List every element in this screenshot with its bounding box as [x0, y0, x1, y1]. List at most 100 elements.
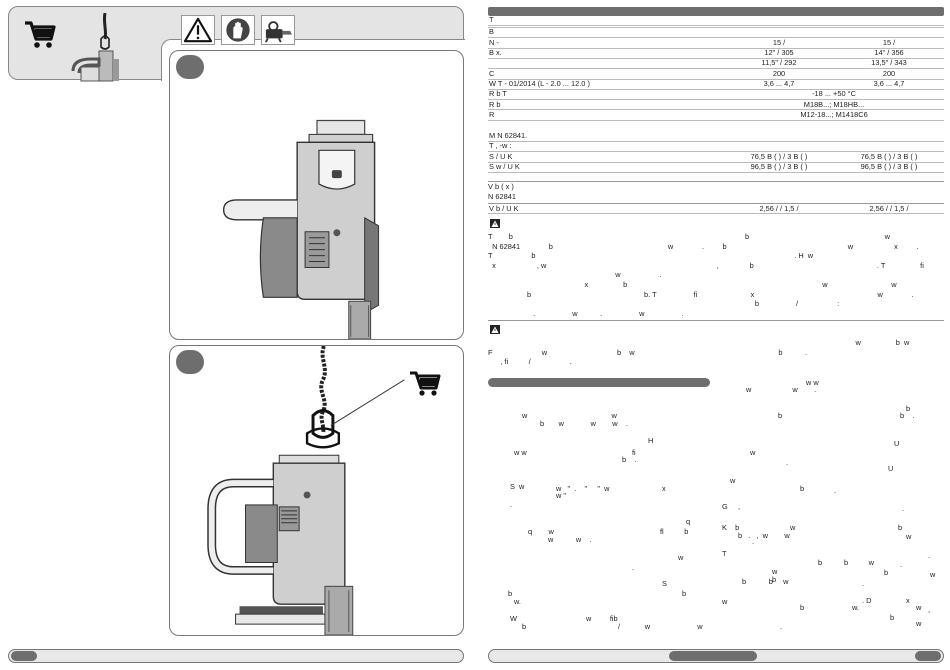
table-cell: 12" / 305: [764, 48, 794, 58]
text-fragment: .: [632, 563, 635, 572]
vibration-label-1: V b ( x ): [488, 181, 514, 191]
text-fragment: q: [686, 517, 691, 526]
text-line: w .: [488, 270, 662, 280]
text-fragment: w: [722, 597, 728, 606]
table-cell: [834, 28, 944, 38]
text-line: b / :: [488, 299, 840, 309]
table-cell: 200: [772, 68, 786, 78]
text-fragment: W: [510, 614, 517, 623]
table-row: C 200 200: [488, 68, 944, 80]
text-fragment: .: [510, 500, 513, 509]
table-row: T: [488, 16, 944, 26]
gloves-icon: [221, 15, 255, 45]
text-fragment: w: [916, 603, 922, 612]
text-fragment: H: [648, 436, 654, 445]
text-line: N 62841 b w . b w x .: [488, 241, 919, 251]
text-fragment: b: [890, 613, 895, 622]
table-cell: B: [489, 27, 494, 37]
table-cell: 96,5 B ( ) / 3 B ( ): [860, 162, 918, 172]
vibration-table: V b / U K 2,56 / / 1,5 / 2,56 / / 1,5 /: [488, 204, 944, 214]
table-cell: C: [489, 68, 495, 78]
table-cell: [834, 132, 944, 142]
table-cell: V b / U K: [489, 203, 519, 213]
text-fragment: fi: [632, 448, 636, 457]
table-cell: R: [489, 109, 495, 119]
text-fragment: b w w w .: [540, 419, 628, 428]
text-fragment: b: [682, 589, 687, 598]
text-fragment: w: [730, 476, 736, 485]
text-fragment: .: [786, 458, 789, 467]
text-fragment: .: [928, 551, 931, 560]
table-row: M N 62841.: [488, 131, 944, 142]
text-fragment: w: [916, 619, 922, 628]
text-fragment: .: [902, 504, 905, 513]
table-row: R b T-18 ... +50 °C: [488, 89, 944, 100]
text-fragment: b .: [900, 411, 915, 420]
text-fragment: x: [906, 596, 910, 605]
text-fragment: b: [818, 558, 823, 567]
chainsaw-hanging-from-lanyard: [207, 346, 405, 635]
text-fragment: w fib: [586, 614, 618, 623]
table-cell: S / U K: [489, 151, 513, 161]
text-fragment: b: [884, 568, 889, 577]
warning-triangle-icon: [490, 325, 500, 335]
table-cell: [724, 16, 834, 26]
vibration-block: V b ( x ) N 62841: [488, 180, 944, 205]
table-cell: 2,56 / / 1,5 /: [869, 203, 909, 213]
text-fragment: w w: [806, 378, 819, 387]
text-fragment: b: [508, 589, 513, 598]
illustration-panel-a: [169, 50, 464, 340]
table-cell: [724, 142, 834, 152]
step-number-badge: [176, 55, 204, 79]
text-fragment: w.: [852, 603, 859, 612]
text-line: T b . H w: [488, 251, 877, 261]
table-cell: 14" / 356: [874, 48, 904, 58]
table-cell: 3,6 ... 4,7: [763, 78, 795, 88]
text-fragment: U: [894, 439, 900, 448]
table-cell: B x.: [489, 48, 502, 58]
text-line: x b w w w: [488, 280, 944, 290]
text-line: , fi / .: [488, 357, 572, 367]
text-fragment: b . , w w: [738, 531, 790, 540]
table-cell: W T - 01/2014 (L - 2.0 ... 12.0 ): [489, 78, 590, 88]
text-fragment: .: [752, 537, 755, 546]
page-number-pill: [11, 651, 37, 661]
table-cell: -18 ... +50 °C: [812, 89, 856, 99]
shopping-cart-icon: [25, 21, 56, 48]
table-cell: M N 62841.: [489, 131, 528, 141]
chainsaw-thumbnail: [71, 13, 119, 82]
text-fragment: b .: [622, 455, 637, 464]
text-line: . w . w .: [488, 308, 684, 318]
table-cell: 3,6 ... 4,7: [873, 78, 905, 88]
text-fragment: x: [662, 484, 666, 493]
table-cell: 2,56 / / 1,5 /: [759, 203, 799, 213]
table-cell: [834, 16, 944, 26]
section-heading-bar: [488, 378, 710, 387]
page-number-pill: [915, 651, 941, 661]
table-row: S w / U K 96,5 B ( ) / 3 B ( ) 96,5 B ( ) …: [488, 162, 944, 173]
table-cell: 200: [882, 68, 896, 78]
text-fragment: b: [772, 575, 777, 584]
text-fragment: b: [800, 484, 805, 493]
text-fragment: K b: [722, 523, 740, 532]
text-line: T b b w: [488, 232, 890, 242]
table-cell: 15 /: [882, 37, 896, 47]
text-fragment: w.: [514, 597, 521, 606]
step-number-badge: [176, 350, 204, 374]
text-fragment: S w: [510, 482, 525, 491]
table-cell: S w / U K: [489, 162, 520, 172]
text-fragment: .: [834, 486, 837, 495]
text-fragment: q w: [528, 527, 554, 536]
text-fragment: b w: [844, 558, 874, 567]
table-cell: 96,5 B ( ) / 3 B ( ): [750, 162, 808, 172]
text-fragment: w: [790, 523, 796, 532]
table-cell: T , -w :: [489, 141, 512, 151]
text-fragment: G ,: [722, 502, 741, 511]
table-cell: [724, 132, 834, 142]
right-footer-bar: [488, 649, 944, 663]
